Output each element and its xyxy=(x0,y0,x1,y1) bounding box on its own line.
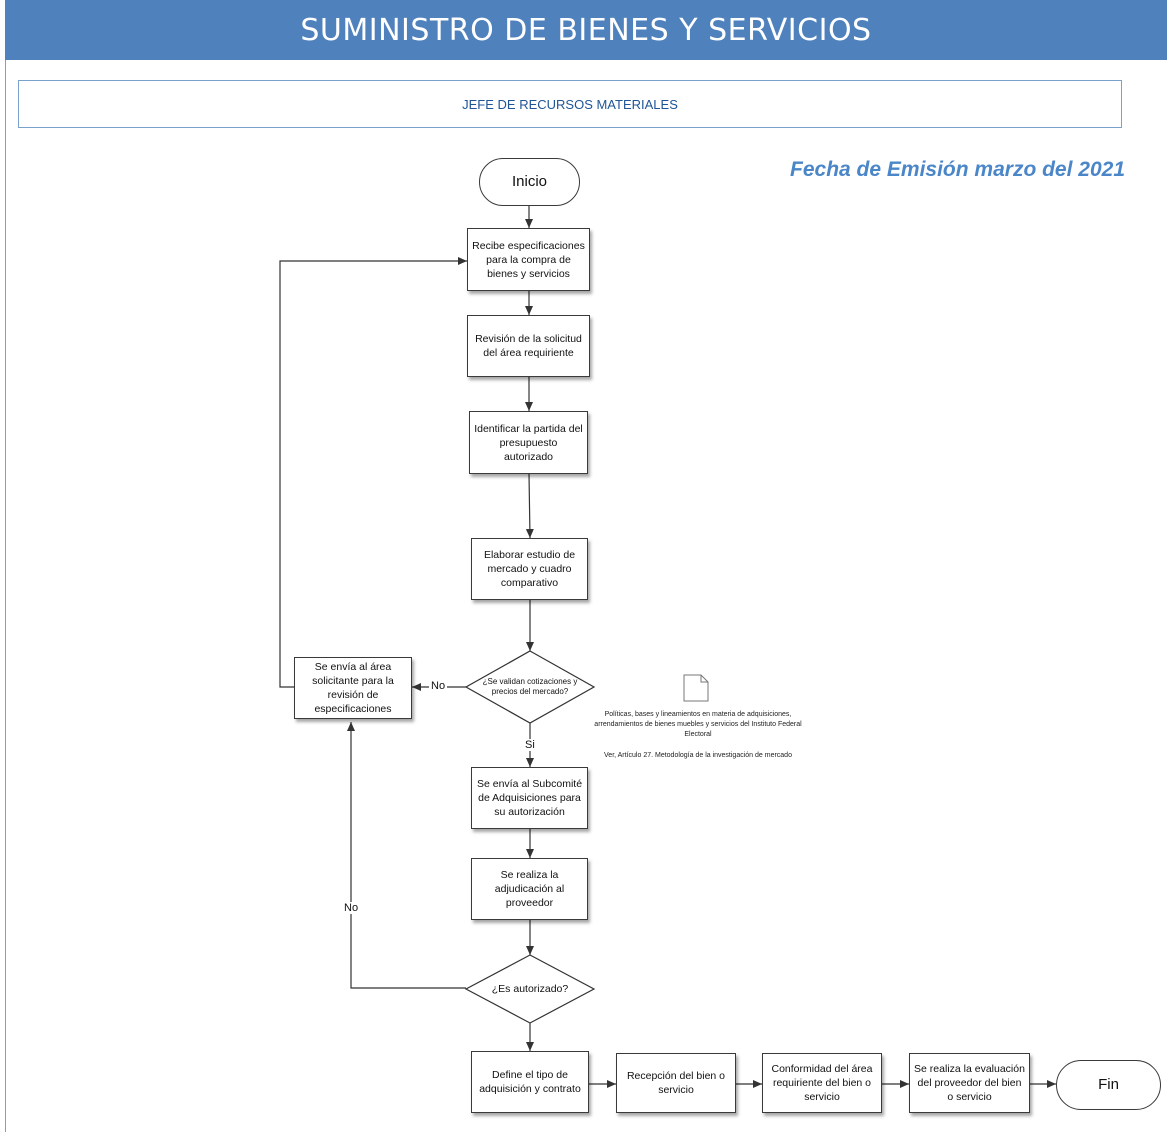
decision-authorized-label: ¿Es autorizado? xyxy=(491,983,569,995)
edge-identify-study xyxy=(525,473,534,539)
role-lane-header: JEFE DE RECURSOS MATERIALES xyxy=(18,80,1122,128)
edge-label-no-quotes: No xyxy=(429,680,448,692)
decision-quotes-label: ¿Se validan cotizaciones y precios del m… xyxy=(482,677,578,696)
end-terminal: Fin xyxy=(1056,1060,1161,1110)
reference-document-text: Políticas, bases y lineamientos en mater… xyxy=(594,711,802,738)
edge-label-yes-quotes: Si xyxy=(523,739,537,751)
start-terminal: Inicio xyxy=(479,158,580,206)
process-award: Se realiza la adjudicación al proveedor xyxy=(471,858,588,920)
edge-authorized-no xyxy=(347,722,466,989)
process-conformity: Conformidad del área requiriente del bie… xyxy=(762,1053,882,1113)
process-reception: Recepción del bien o servicio xyxy=(616,1053,736,1113)
edge-label-no-authorized: No xyxy=(342,902,361,914)
issue-date: Fecha de Emisión marzo del 2021 xyxy=(790,158,1125,181)
process-send-committee: Se envía al Subcomité de Adquisiciones p… xyxy=(471,767,588,829)
process-market-study: Elaborar estudio de mercado y cuadro com… xyxy=(471,538,588,600)
edge-sendback-receive xyxy=(279,257,467,688)
process-review-request: Revisión de la solicitud del área requir… xyxy=(467,315,590,377)
decision-authorized-shape xyxy=(464,954,596,1024)
process-receive-specs: Recibe especificaciones para la compra d… xyxy=(467,228,590,291)
process-evaluation: Se realiza la evaluación del proveedor d… xyxy=(909,1053,1030,1113)
reference-article-text: Ver, Artículo 27. Metodología de la inve… xyxy=(604,752,792,759)
process-send-back: Se envía al área solicitante para la rev… xyxy=(294,657,412,719)
process-identify-budget: Identificar la partida del presupuesto a… xyxy=(469,411,588,474)
decision-quotes-shape xyxy=(464,650,596,724)
page-title: SUMINISTRO DE BIENES Y SERVICIOS xyxy=(5,0,1167,60)
left-border xyxy=(5,60,6,1132)
document-icon xyxy=(683,674,709,702)
process-define-type: Define el tipo de adquisición y contrato xyxy=(471,1051,589,1113)
